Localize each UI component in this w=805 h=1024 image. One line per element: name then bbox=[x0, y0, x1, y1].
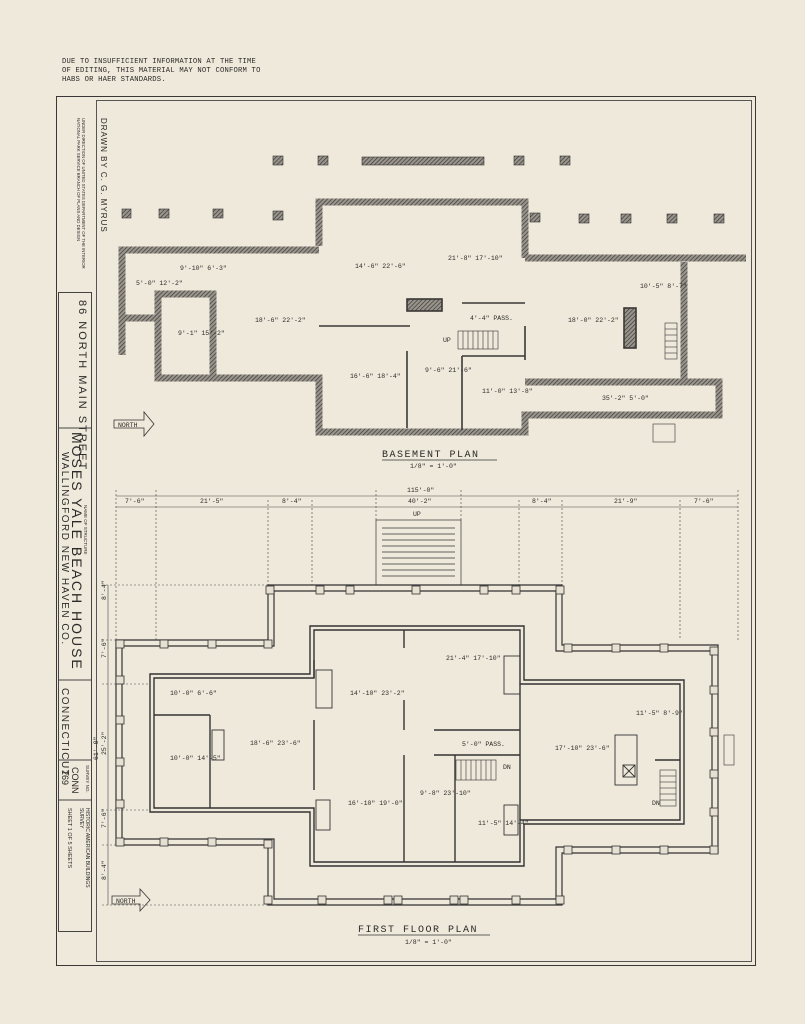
basement-partitions bbox=[319, 298, 637, 430]
room-label: 11'-0" 13'-8" bbox=[482, 388, 533, 395]
dimension-label: 8'-4" bbox=[282, 498, 302, 505]
room-label: 10'-0" 14'-5" bbox=[170, 755, 221, 762]
room-label: 35'-2" 5'-0" bbox=[602, 395, 649, 402]
svg-text:8'-4": 8'-4" bbox=[101, 580, 108, 600]
stair-up-label: UP bbox=[443, 337, 451, 344]
basement-stairs bbox=[457, 322, 678, 443]
room-label: 14'-6" 22'-6" bbox=[355, 263, 406, 270]
room-label: 18'-0" 22'-2" bbox=[568, 317, 619, 324]
porch-outline bbox=[115, 584, 719, 906]
interior-stairs bbox=[455, 734, 735, 807]
first-floor-title: FIRST FLOOR PLAN bbox=[358, 925, 478, 936]
room-label: 9'-10" 6'-3" bbox=[180, 265, 227, 272]
room-label: 16'-6" 18'-4" bbox=[350, 373, 401, 380]
room-label: 5'-0" PASS. bbox=[462, 741, 505, 748]
inner-border bbox=[96, 100, 752, 962]
editing-note: DUE TO INSUFFICIENT INFORMATION AT THE T… bbox=[62, 58, 261, 84]
north-arrow: NORTH bbox=[111, 887, 151, 913]
title-block bbox=[58, 292, 92, 932]
porch-columns bbox=[115, 585, 719, 905]
dimension-label: 7'-6" bbox=[125, 498, 145, 505]
room-label: 14'-10" 23'-2" bbox=[350, 690, 405, 697]
svg-text:7'-6": 7'-6" bbox=[101, 638, 108, 658]
basement-title: BASEMENT PLAN bbox=[382, 450, 480, 461]
stair-down-label: DN bbox=[652, 800, 660, 807]
room-label: 4'-4" PASS. bbox=[470, 315, 513, 322]
room-label: 10'-5" 8'-7" bbox=[640, 283, 687, 290]
title-block-lines bbox=[58, 427, 92, 801]
stair-down-label: DN bbox=[503, 764, 511, 771]
dimension-label: 40'-2" bbox=[408, 498, 432, 505]
outer-border bbox=[56, 96, 756, 966]
fireplaces bbox=[211, 655, 638, 836]
basement-walls bbox=[118, 198, 746, 436]
room-label: 10'-0" 6'-6" bbox=[170, 690, 217, 697]
svg-text:NORTH: NORTH bbox=[116, 898, 136, 905]
svg-text:NORTH: NORTH bbox=[118, 422, 138, 429]
first-floor-plan: 115'-0" 7'-6" 21'-5" 8'-4" 40'-2" 8'-4" … bbox=[93, 487, 739, 946]
room-label: 9'-8" 23'-10" bbox=[420, 790, 471, 797]
room-label: 11'-5" 14'-4" bbox=[478, 820, 529, 827]
room-label: 9'-1" 15'-2" bbox=[178, 330, 225, 337]
svg-text:25'-2": 25'-2" bbox=[101, 731, 108, 755]
svg-text:8'-4": 8'-4" bbox=[101, 860, 108, 880]
room-label: 5'-0" 12'-2" bbox=[136, 280, 183, 287]
basement-plan: 5'-0" 12'-2" 9'-10" 6'-3" 9'-1" 15'-2" 1… bbox=[113, 155, 746, 470]
dimension-label: 21'-5" bbox=[200, 498, 224, 505]
basement-piers bbox=[121, 155, 725, 224]
dimension-lines bbox=[102, 490, 739, 906]
svg-text:7'-6": 7'-6" bbox=[101, 808, 108, 828]
dimension-label: 21'-9" bbox=[614, 498, 638, 505]
room-label: 17'-10" 23'-6" bbox=[555, 745, 610, 752]
steps-up-label: UP bbox=[413, 511, 421, 518]
dimension-label: 8'-4" bbox=[532, 498, 552, 505]
svg-text:61'-0": 61'-0" bbox=[93, 736, 100, 760]
room-label: 16'-10" 19'-0" bbox=[348, 800, 403, 807]
overall-dimension: 115'-0" bbox=[407, 487, 434, 494]
north-arrow: NORTH bbox=[113, 410, 155, 438]
basement-scale: 1/8" = 1'-0" bbox=[410, 463, 457, 470]
room-label: 11'-5" 8'-9" bbox=[636, 710, 683, 717]
first-floor-scale: 1/8" = 1'-0" bbox=[405, 939, 452, 946]
room-label: 9'-6" 21'-6" bbox=[425, 367, 472, 374]
dimension-label: 7'-6" bbox=[694, 498, 714, 505]
room-label: 18'-6" 23'-6" bbox=[250, 740, 301, 747]
room-label: 21'-8" 17'-10" bbox=[448, 255, 503, 262]
room-label: 21'-4" 17'-10" bbox=[446, 655, 501, 662]
left-dimension-labels: 8'-4" 7'-6" 25'-2" 61'-0" 7'-6" 8'-4" bbox=[93, 580, 108, 880]
front-steps bbox=[375, 519, 462, 586]
room-label: 18'-6" 22'-2" bbox=[255, 317, 306, 324]
